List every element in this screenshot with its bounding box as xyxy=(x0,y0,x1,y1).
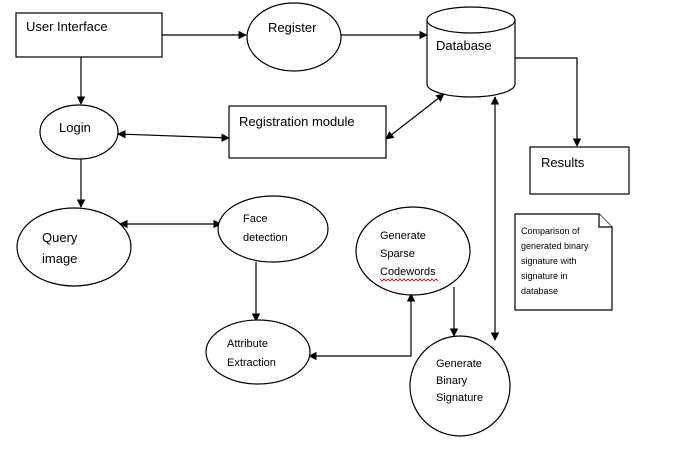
node-face-detection: Face detection xyxy=(217,195,329,263)
node-attribute-extraction: Attribute Extraction xyxy=(205,319,311,385)
note-line-2: generated binary xyxy=(521,241,589,251)
face-detection-label-line-1: Face xyxy=(243,213,267,225)
connections xyxy=(76,30,582,361)
note-line-3: signature with xyxy=(521,256,577,266)
node-user-interface: User Interface xyxy=(15,12,163,58)
sparse-codewords-label-line-3: Codewords xyxy=(380,266,436,278)
node-generate-binary-signature: Generate Binary Signature xyxy=(409,335,511,437)
user-interface-label: User Interface xyxy=(26,19,108,34)
comparison-note: Comparison of generated binary signature… xyxy=(514,213,613,311)
login-label: Login xyxy=(59,120,91,135)
face-detection-label-line-2: detection xyxy=(243,232,288,244)
binary-signature-label-line-2: Binary xyxy=(436,375,468,387)
results-label: Results xyxy=(541,155,585,170)
binary-signature-label-line-3: Signature xyxy=(436,392,483,404)
sparse-codewords-label-line-2: Sparse xyxy=(380,248,415,260)
node-results: Results xyxy=(529,146,630,195)
note-line-5: database xyxy=(521,286,558,296)
sparse-codewords-label-line-1: Generate xyxy=(380,230,426,242)
register-label: Register xyxy=(268,20,317,35)
edge-attribute-extraction-sparse-codewords xyxy=(308,293,416,361)
node-register: Register xyxy=(246,2,342,72)
node-database: Database xyxy=(426,6,516,98)
node-query-image: Query image xyxy=(16,207,132,287)
node-registration-module: Registration module xyxy=(228,105,387,159)
node-login: Login xyxy=(39,104,119,160)
edge-database-to-results xyxy=(515,57,582,147)
note-line-4: signature in xyxy=(521,271,568,281)
attribute-extraction-label-line-1: Attribute xyxy=(227,338,268,350)
edge-registration-module-database xyxy=(385,93,445,140)
spellcheck-underline xyxy=(379,278,439,282)
registration-module-label: Registration module xyxy=(239,114,355,129)
query-image-label-line-2: image xyxy=(42,251,77,266)
binary-signature-label-line-1: Generate xyxy=(436,358,482,370)
edge-login-registration-module xyxy=(117,130,230,142)
node-generate-sparse-codewords: Generate Sparse Codewords xyxy=(355,206,471,296)
attribute-extraction-label-line-2: Extraction xyxy=(227,357,276,369)
note-line-1: Comparison of xyxy=(521,226,580,236)
database-label: Database xyxy=(436,38,492,53)
query-image-label-line-1: Query xyxy=(42,230,78,245)
